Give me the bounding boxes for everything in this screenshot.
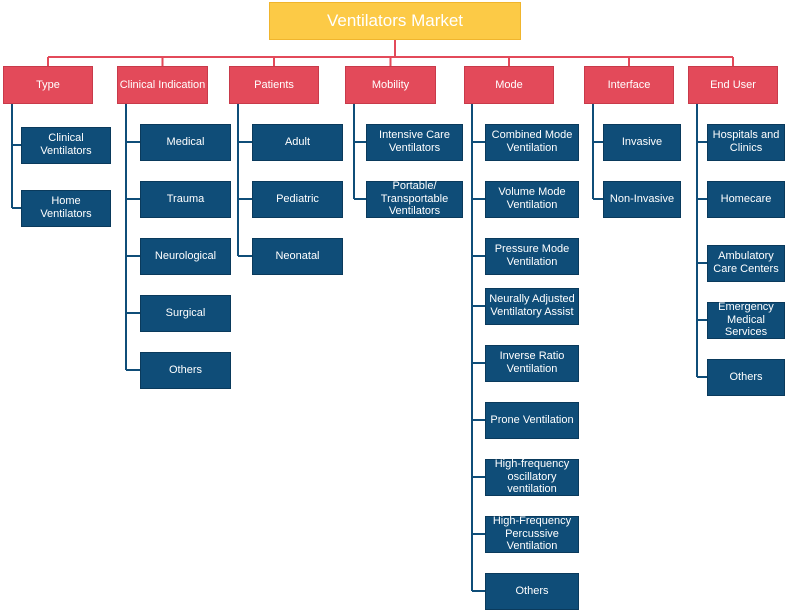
leaf-node: Clinical Ventilators [21, 126, 111, 164]
leaf-node: Emergency Medical Services [707, 301, 785, 339]
category-clinical-indication: Clinical Indication [117, 66, 208, 104]
leaf-node: Pressure Mode Ventilation [485, 237, 579, 275]
leaf-node: Intensive Care Ventilators [366, 123, 463, 161]
root-node: Ventilators Market [269, 2, 521, 40]
category-mobility: Mobility [345, 66, 436, 104]
leaf-node: Ambulatory Care Centers [707, 244, 785, 282]
category-mode: Mode [464, 66, 554, 104]
leaf-node: High-frequency oscillatory ventilation [485, 458, 579, 496]
leaf-node: Pediatric [252, 180, 343, 218]
leaf-node: Adult [252, 123, 343, 161]
leaf-node: Home Ventilators [21, 189, 111, 227]
leaf-node: Neurally Adjusted Ventilatory Assist [485, 287, 579, 325]
leaf-node: Neurological [140, 237, 231, 275]
leaf-node: Non-Invasive [603, 180, 681, 218]
category-end-user: End User [688, 66, 778, 104]
leaf-node: Volume Mode Ventilation [485, 180, 579, 218]
category-interface: Interface [584, 66, 674, 104]
leaf-node: Medical [140, 123, 231, 161]
category-type: Type [3, 66, 93, 104]
leaf-node: Invasive [603, 123, 681, 161]
category-patients: Patients [229, 66, 319, 104]
leaf-node: Others [485, 572, 579, 610]
leaf-node: Inverse Ratio Ventilation [485, 344, 579, 382]
leaf-node: Combined Mode Ventilation [485, 123, 579, 161]
leaf-node: Homecare [707, 180, 785, 218]
leaf-node: High-Frequency Percussive Ventilation [485, 515, 579, 553]
leaf-node: Portable/ Transportable Ventilators [366, 180, 463, 218]
leaf-node: Hospitals and Clinics [707, 123, 785, 161]
leaf-node: Trauma [140, 180, 231, 218]
leaf-node: Surgical [140, 294, 231, 332]
leaf-node: Prone Ventilation [485, 401, 579, 439]
leaf-node: Others [140, 351, 231, 389]
leaf-node: Others [707, 358, 785, 396]
leaf-node: Neonatal [252, 237, 343, 275]
